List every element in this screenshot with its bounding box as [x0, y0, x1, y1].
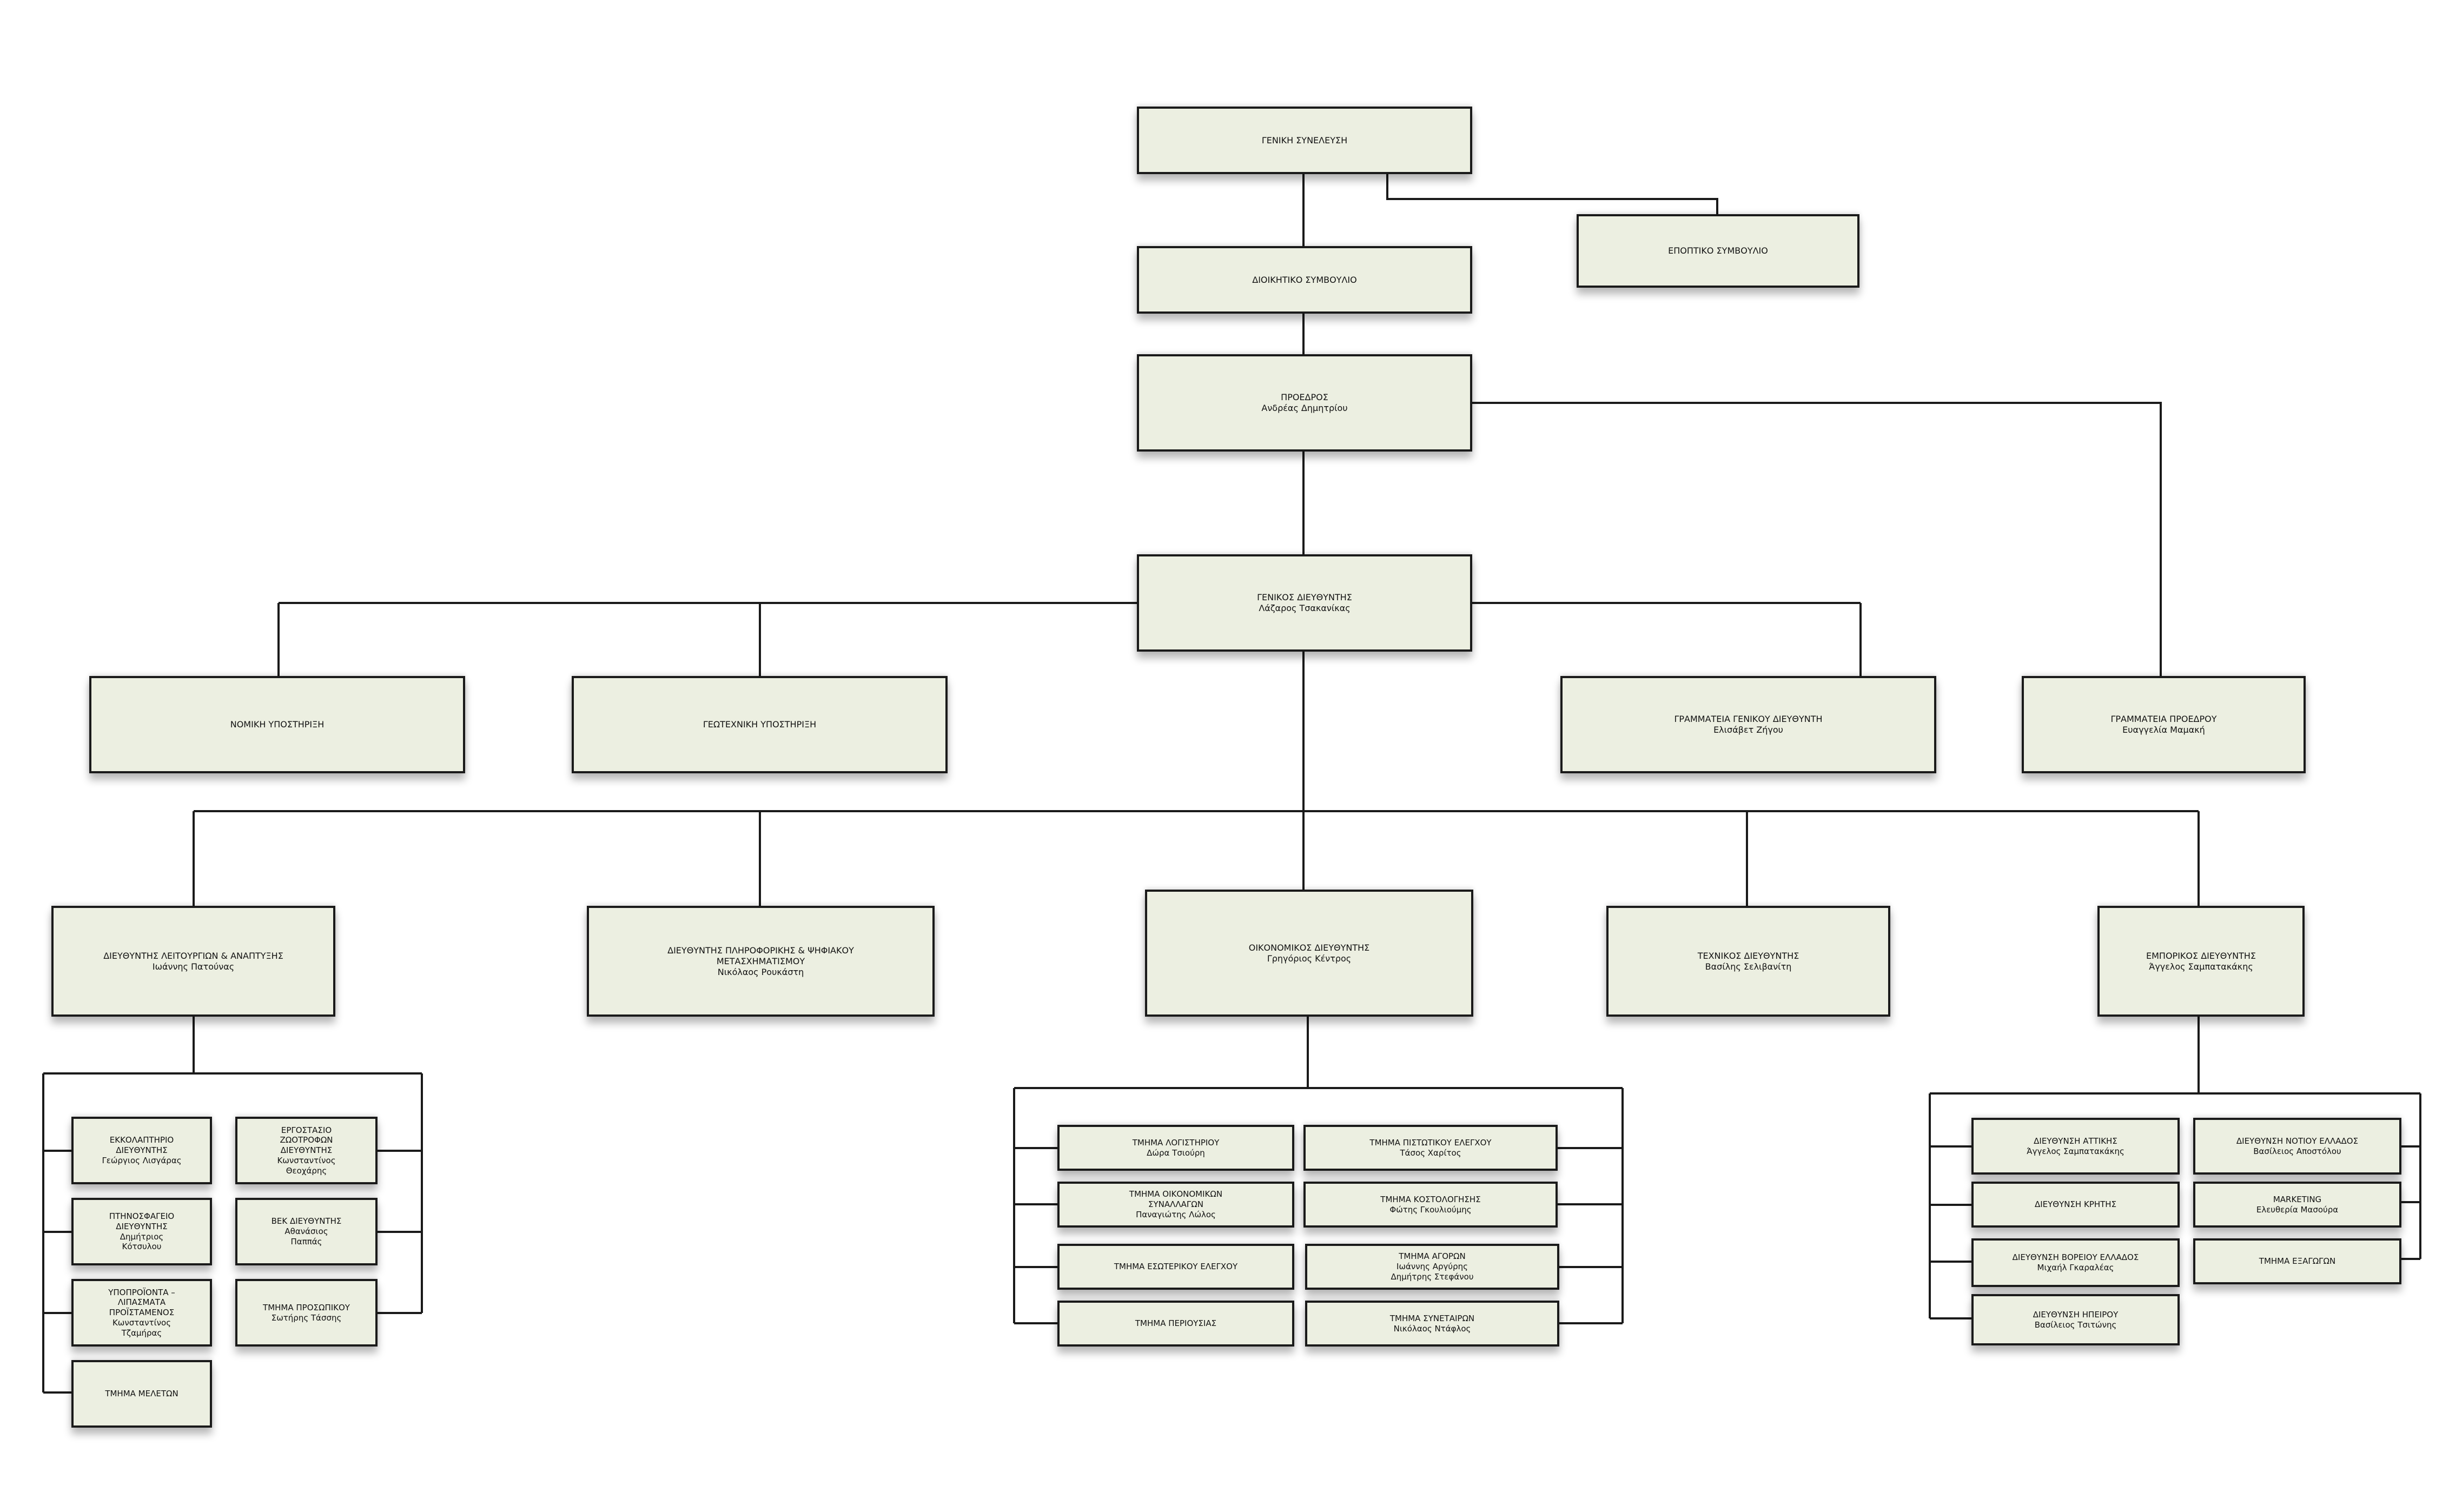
node-attica-directorate: ΔΙΕΥΘΥΝΣΗ ΑΤΤΙΚΗΣ Άγγελος Σαμπατακάκης — [1971, 1118, 2180, 1175]
node-title: ΔΙΕΥΘΥΝΣΗ ΒΟΡΕΙΟΥ ΕΛΛΑΔΟΣ — [2012, 1252, 2139, 1263]
node-person: Βασίλης Σελιβανίτη — [1705, 961, 1792, 972]
node-finance-director: ΟΙΚΟΝΟΜΙΚΟΣ ΔΙΕΥΘΥΝΤΗΣ Γρηγόριος Κέντρος — [1145, 890, 1473, 1017]
node-personnel-dept: ΤΜΗΜΑ ΠΡΟΣΩΠΙΚΟΥ Σωτήρης Τάσσης — [235, 1279, 378, 1347]
node-title: ΤΜΗΜΑ ΕΞΑΓΩΓΩΝ — [2259, 1256, 2336, 1266]
node-accounting-dept: ΤΜΗΜΑ ΛΟΓΙΣΤΗΡΙΟΥ Δώρα Τσιούρη — [1057, 1125, 1294, 1171]
node-financial-transactions-dept: ΤΜΗΜΑ ΟΙΚΟΝΟΜΙΚΩΝ ΣΥΝΑΛΛΑΓΩΝ Παναγιώτης … — [1057, 1182, 1294, 1228]
node-person: Ελευθερία Μασούρα — [2256, 1204, 2339, 1215]
node-crete-directorate: ΔΙΕΥΘΥΝΣΗ ΚΡΗΤΗΣ — [1971, 1182, 2180, 1228]
node-title: ΤΜΗΜΑ ΣΥΝΕΤΑΙΡΩΝ — [1389, 1313, 1475, 1323]
node-title: ΤΜΗΜΑ ΕΣΩΤΕΡΙΚΟΥ ΕΛΕΓΧΟΥ — [1114, 1262, 1238, 1272]
node-studies-dept: ΤΜΗΜΑ ΜΕΛΕΤΩΝ — [71, 1360, 212, 1428]
node-supervisory-board: ΕΠΟΠΤΙΚΟ ΣΥΜΒΟΥΛΙΟ — [1577, 214, 1859, 288]
node-person: Σωτήρης Τάσσης — [271, 1312, 342, 1323]
node-internal-audit-dept: ΤΜΗΜΑ ΕΣΩΤΕΡΙΚΟΥ ΕΛΕΓΧΟΥ — [1057, 1244, 1294, 1290]
node-legal-support: ΝΟΜΙΚΗ ΥΠΟΣΤΗΡΙΞΗ — [89, 676, 465, 773]
node-title: ΔΙΕΥΘΥΝΣΗ ΗΠΕΙΡΟΥ — [2033, 1309, 2119, 1319]
node-feed-factory: ΕΡΓΟΣΤΑΣΙΟ ΖΩΟΤΡΟΦΩΝ ΔΙΕΥΘΥΝΤΗΣ Κωνσταντ… — [235, 1117, 378, 1184]
node-person: Παναγιώτης Λώλος — [1136, 1209, 1216, 1219]
node-board-of-directors: ΔΙΟΙΚΗΤΙΚΟ ΣΥΜΒΟΥΛΙΟ — [1137, 246, 1472, 314]
node-title: ΤΕΧΝΙΚΟΣ ΔΙΕΥΘΥΝΤΗΣ — [1697, 950, 1799, 961]
node-general-manager: ΓΕΝΙΚΟΣ ΔΙΕΥΘΥΝΤΗΣ Λάζαρος Τσακανίκας — [1137, 554, 1472, 652]
node-north-greece-directorate: ΔΙΕΥΘΥΝΣΗ ΒΟΡΕΙΟΥ ΕΛΛΑΔΟΣ Μιχαήλ Γκαραλέ… — [1971, 1238, 2180, 1287]
node-title: ΟΙΚΟΝΟΜΙΚΟΣ ΔΙΕΥΘΥΝΤΗΣ — [1248, 942, 1370, 953]
node-title: ΓΕΝΙΚΟΣ ΔΙΕΥΘΥΝΤΗΣ — [1257, 592, 1352, 602]
node-title: ΤΜΗΜΑ ΠΙΣΤΩΤΙΚΟΥ ΕΛΕΓΧΟΥ — [1369, 1137, 1492, 1148]
node-president-secretariat: ΓΡΑΜΜΑΤΕΙΑ ΠΡΟΕΔΡΟΥ Ευαγγελία Μαμακή — [2022, 676, 2306, 773]
node-assets-dept: ΤΜΗΜΑ ΠΕΡΙΟΥΣΙΑΣ — [1057, 1301, 1294, 1347]
node-title: ΠΡΟΕΔΡΟΣ — [1281, 392, 1328, 402]
node-person: Ανδρέας Δημητρίου — [1261, 403, 1348, 413]
node-geotech-support: ΓΕΩΤΕΧΝΙΚΗ ΥΠΟΣΤΗΡΙΞΗ — [572, 676, 948, 773]
node-person: Νικόλαος Ρουκάστη — [717, 966, 804, 977]
node-title: ΔΙΕΥΘΥΝΤΗΣ ΛΕΙΤΟΥΡΓΙΩΝ & ΑΝΑΠΤΥΞΗΣ — [103, 950, 283, 961]
node-title: ΕΡΓΟΣΤΑΣΙΟ ΖΩΟΤΡΟΦΩΝ ΔΙΕΥΘΥΝΤΗΣ — [280, 1125, 333, 1156]
node-person: Τάσος Χαρίτος — [1400, 1148, 1461, 1158]
node-person: Δημήτριος Κότσυλου — [120, 1231, 164, 1252]
node-title: ΤΜΗΜΑ ΠΡΟΣΩΠΙΚΟΥ — [263, 1302, 350, 1312]
node-person: Ελισάβετ Ζήγου — [1713, 725, 1783, 735]
node-title: ΒΕΚ ΔΙΕΥΘΥΝΤΗΣ — [271, 1216, 342, 1226]
node-title: ΥΠΟΠΡΟΪΟΝΤΑ – ΛΙΠΑΣΜΑΤΑ ΠΡΟΪΣΤΑΜΕΝΟΣ — [108, 1287, 175, 1318]
node-title: ΔΙΕΥΘΥΝΣΗ ΑΤΤΙΚΗΣ — [2034, 1136, 2117, 1146]
node-title: ΕΚΚΟΛΑΠΤΗΡΙΟ ΔΙΕΥΘΥΝΤΗΣ — [109, 1135, 174, 1156]
node-vek-director: ΒΕΚ ΔΙΕΥΘΥΝΤΗΣ Αθανάσιος Παππάς — [235, 1198, 378, 1265]
node-costing-dept: ΤΜΗΜΑ ΚΟΣΤΟΛΟΓΗΣΗΣ Φώτης Γκουλιούμης — [1303, 1182, 1558, 1228]
node-person: Αθανάσιος Παππάς — [284, 1226, 328, 1246]
node-general-assembly: ΓΕΝΙΚΗ ΣΥΝΕΛΕΥΣΗ — [1137, 107, 1472, 174]
node-it-director: ΔΙΕΥΘΥΝΤΗΣ ΠΛΗΡΟΦΟΡΙΚΗΣ & ΨΗΦΙΑΚΟΥ ΜΕΤΑΣ… — [587, 906, 935, 1017]
node-person: Μιχαήλ Γκαραλέας — [2037, 1263, 2114, 1272]
node-person: Ιωάννης Αργύρης Δημήτρης Στεφάνου — [1391, 1262, 1474, 1282]
node-epirus-directorate: ΔΙΕΥΘΥΝΣΗ ΗΠΕΙΡΟΥ Βασίλειος Τσιτώνης — [1971, 1294, 2180, 1345]
node-south-greece-directorate: ΔΙΕΥΘΥΝΣΗ ΝΟΤΙΟΥ ΕΛΛΑΔΟΣ Βασίλειος Αποστ… — [2193, 1118, 2401, 1175]
node-title: ΤΜΗΜΑ ΟΙΚΟΝΟΜΙΚΩΝ ΣΥΝΑΛΛΑΓΩΝ — [1129, 1189, 1223, 1210]
node-technical-director: ΤΕΧΝΙΚΟΣ ΔΙΕΥΘΥΝΤΗΣ Βασίλης Σελιβανίτη — [1606, 906, 1890, 1017]
node-title: ΕΜΠΟΡΙΚΟΣ ΔΙΕΥΘΥΝΤΗΣ — [2146, 950, 2256, 961]
node-partners-dept: ΤΜΗΜΑ ΣΥΝΕΤΑΙΡΩΝ Νικόλαος Ντάφλος — [1305, 1301, 1559, 1347]
node-byproducts: ΥΠΟΠΡΟΪΟΝΤΑ – ΛΙΠΑΣΜΑΤΑ ΠΡΟΪΣΤΑΜΕΝΟΣ Κων… — [71, 1279, 212, 1347]
node-person: Νικόλαος Ντάφλος — [1393, 1323, 1471, 1334]
node-title: ΔΙΕΥΘΥΝΣΗ ΚΡΗΤΗΣ — [2034, 1199, 2117, 1210]
node-slaughterhouse: ΠΤΗΝΟΣΦΑΓΕΙΟ ΔΙΕΥΘΥΝΤΗΣ Δημήτριος Κότσυλ… — [71, 1198, 212, 1265]
node-person: Άγγελος Σαμπατακάκης — [2027, 1146, 2124, 1156]
node-person: Βασίλειος Τσιτώνης — [2034, 1319, 2117, 1330]
node-title: ΔΙΕΥΘΥΝΤΗΣ ΠΛΗΡΟΦΟΡΙΚΗΣ & ΨΗΦΙΑΚΟΥ ΜΕΤΑΣ… — [667, 945, 854, 966]
node-person: Βασίλειος Αποστόλου — [2253, 1146, 2341, 1156]
node-person: Φώτης Γκουλιούμης — [1389, 1204, 1472, 1215]
node-title: ΕΠΟΠΤΙΚΟ ΣΥΜΒΟΥΛΙΟ — [1668, 246, 1768, 256]
node-person: Άγγελος Σαμπατακάκης — [2149, 961, 2253, 972]
node-person: Ιωάννης Πατούνας — [152, 961, 235, 972]
node-person: Κωνσταντίνος Τζαμήρας — [112, 1317, 171, 1338]
node-gm-secretariat: ΓΡΑΜΜΑΤΕΙΑ ΓΕΝΙΚΟΥ ΔΙΕΥΘΥΝΤΗ Ελισάβετ Ζή… — [1560, 676, 1936, 773]
node-title: ΓΡΑΜΜΑΤΕΙΑ ΠΡΟΕΔΡΟΥ — [2110, 714, 2217, 724]
node-purchasing-dept: ΤΜΗΜΑ ΑΓΟΡΩΝ Ιωάννης Αργύρης Δημήτρης Στ… — [1305, 1244, 1559, 1290]
node-exports-dept: ΤΜΗΜΑ ΕΞΑΓΩΓΩΝ — [2193, 1238, 2401, 1284]
node-title: ΤΜΗΜΑ ΚΟΣΤΟΛΟΓΗΣΗΣ — [1380, 1194, 1481, 1204]
node-title: ΤΜΗΜΑ ΜΕΛΕΤΩΝ — [105, 1389, 178, 1399]
node-person: Δώρα Τσιούρη — [1147, 1148, 1205, 1158]
node-marketing: MARKETING Ελευθερία Μασούρα — [2193, 1182, 2401, 1228]
node-title: ΝΟΜΙΚΗ ΥΠΟΣΤΗΡΙΞΗ — [230, 719, 325, 730]
node-title: ΓΡΑΜΜΑΤΕΙΑ ΓΕΝΙΚΟΥ ΔΙΕΥΘΥΝΤΗ — [1674, 714, 1823, 724]
node-title: ΔΙΕΥΘΥΝΣΗ ΝΟΤΙΟΥ ΕΛΛΑΔΟΣ — [2236, 1136, 2359, 1146]
node-person: Γεώργιος Λισγάρας — [102, 1155, 182, 1165]
node-title: ΓΕΩΤΕΧΝΙΚΗ ΥΠΟΣΤΗΡΙΞΗ — [703, 719, 817, 730]
node-person: Κωνσταντίνος Θεοχάρης — [277, 1155, 336, 1176]
node-president: ΠΡΟΕΔΡΟΣ Ανδρέας Δημητρίου — [1137, 354, 1472, 452]
node-title: ΤΜΗΜΑ ΠΕΡΙΟΥΣΙΑΣ — [1135, 1318, 1217, 1329]
node-title: MARKETING — [2273, 1194, 2322, 1204]
node-operations-director: ΔΙΕΥΘΥΝΤΗΣ ΛΕΙΤΟΥΡΓΙΩΝ & ΑΝΑΠΤΥΞΗΣ Ιωάνν… — [51, 906, 335, 1017]
node-person: Ευαγγελία Μαμακή — [2122, 725, 2205, 735]
node-person: Γρηγόριος Κέντρος — [1267, 953, 1352, 964]
node-title: ΔΙΟΙΚΗΤΙΚΟ ΣΥΜΒΟΥΛΙΟ — [1252, 274, 1357, 285]
node-commercial-director: ΕΜΠΟΡΙΚΟΣ ΔΙΕΥΘΥΝΤΗΣ Άγγελος Σαμπατακάκη… — [2097, 906, 2305, 1017]
node-credit-control-dept: ΤΜΗΜΑ ΠΙΣΤΩΤΙΚΟΥ ΕΛΕΓΧΟΥ Τάσος Χαρίτος — [1303, 1125, 1558, 1171]
node-title: ΤΜΗΜΑ ΑΓΟΡΩΝ — [1399, 1251, 1466, 1262]
node-hatchery: ΕΚΚΟΛΑΠΤΗΡΙΟ ΔΙΕΥΘΥΝΤΗΣ Γεώργιος Λισγάρα… — [71, 1117, 212, 1184]
node-title: ΓΕΝΙΚΗ ΣΥΝΕΛΕΥΣΗ — [1261, 135, 1348, 145]
node-title: ΠΤΗΝΟΣΦΑΓΕΙΟ ΔΙΕΥΘΥΝΤΗΣ — [109, 1211, 175, 1231]
node-title: ΤΜΗΜΑ ΛΟΓΙΣΤΗΡΙΟΥ — [1132, 1137, 1220, 1148]
node-person: Λάζαρος Τσακανίκας — [1259, 603, 1351, 613]
